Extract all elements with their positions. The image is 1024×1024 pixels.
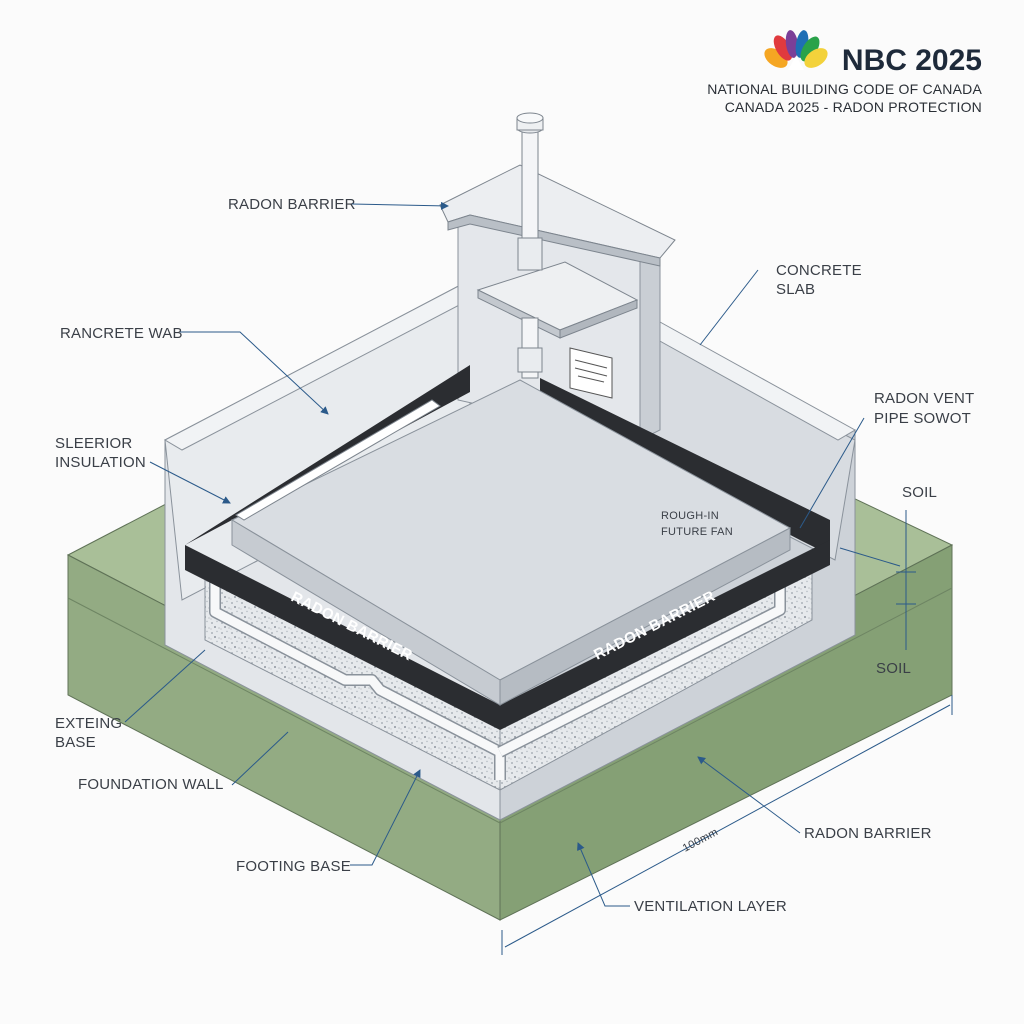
label-radon-vent-1: RADON VENT [874,390,974,407]
barrier-front-left [185,545,500,730]
barrier-back-left [185,365,470,545]
label-footing-base: FOOTING BASE [236,858,351,875]
nbc-logo: NBC 2025 NATIONAL BUILDING CODE OF CANAD… [707,30,982,115]
concrete-slab [230,379,792,706]
label-rancrete-wab: RANCRETE WAB [60,325,183,342]
shelf-side [559,299,638,339]
label-soil-lower: SOIL [876,660,911,677]
label-radon-vent-2: PIPE SOWOT [874,410,971,427]
label-ventilation-layer: VENTILATION LAYER [634,898,787,915]
label-concrete-slab-1: CONCRETE [776,262,862,279]
insulation-strip [235,399,441,521]
logo-subtitle-line1: NATIONAL BUILDING CODE OF CANADA [707,81,982,97]
label-concrete-slab-2: SLAB [776,281,815,298]
logo-title: NBC 2025 [842,44,982,77]
warning-label [569,347,613,399]
label-exteing-2: BASE [55,734,96,751]
label-rough-in-1: ROUGH-IN [661,510,719,522]
peacock-icon [764,30,828,70]
label-sleerior-1: SLEERIOR [55,435,132,452]
top-beam-front [447,214,661,267]
vent-housing [439,112,676,441]
label-exteing-1: EXTEING [55,715,122,732]
barrier-front-right [500,540,830,730]
dimension-label: 100mm [681,826,720,855]
label-radon-barrier-bottom: RADON BARRIER [804,825,932,842]
label-soil-upper: SOIL [902,484,937,501]
housing-side [639,249,661,441]
label-foundation-wall: FOUNDATION WALL [78,776,224,793]
label-radon-barrier-top: RADON BARRIER [228,196,356,213]
slab-right-face [499,527,791,706]
label-sleerior-2: INSULATION [55,454,146,471]
label-rough-in-2: FUTURE FAN [661,526,733,538]
logo-subtitle-line2: CANADA 2025 - RADON PROTECTION [725,99,982,115]
